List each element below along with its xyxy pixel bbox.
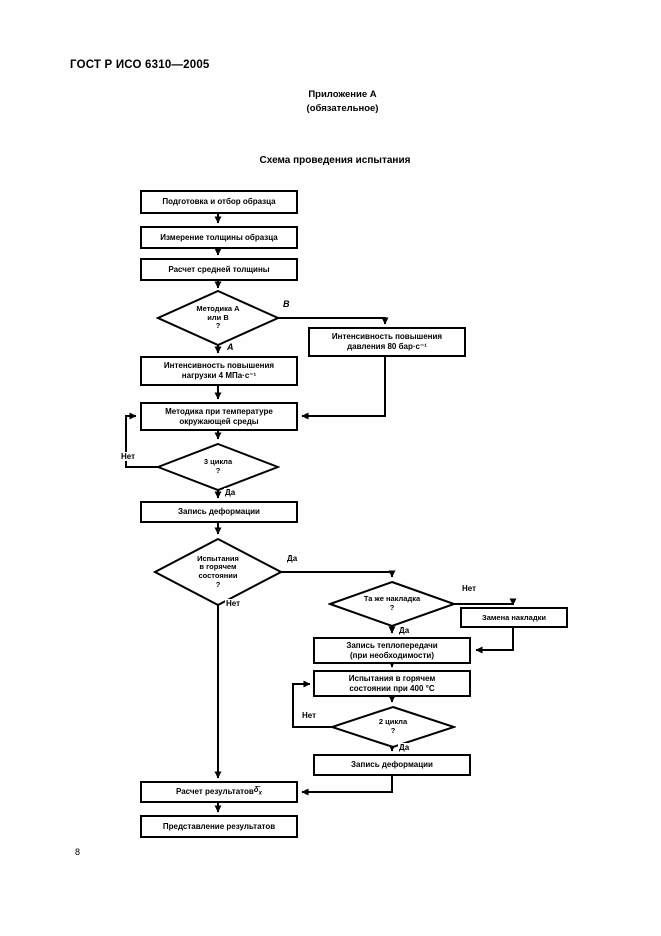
node-present-results: Представление результатов: [140, 815, 298, 838]
node-replace-pad: Замена накладки: [460, 607, 568, 628]
node-record-deformation-1: Запись деформации: [140, 501, 298, 523]
node-calc-results: Расчет результатов δ̄x: [140, 781, 298, 803]
node-measure-thickness: Измерение толщины образца: [140, 226, 298, 249]
label-cycles3-yes: Да: [224, 488, 237, 497]
figure-title: Схема проведения испытания: [259, 155, 411, 166]
node-record-deformation-2: Запись деформации: [313, 754, 471, 776]
annex-title: Приложение А: [308, 89, 377, 100]
annex-type: (обязательное): [306, 103, 379, 115]
node-record-heat-transfer: Запись теплопередачи (при необходимости): [313, 637, 471, 664]
decision-method-a-or-b: Методика А или В ?: [156, 289, 280, 347]
label-hot-no: Нет: [225, 599, 242, 608]
decision-method-a-or-b-label: Методика А или В ?: [196, 304, 240, 331]
decision-hot-state-test: Испытания в горячем состоянии ?: [153, 537, 283, 607]
node-calc-avg-thickness: Расчет средней толщины: [140, 258, 298, 281]
label-cycles2-no: Нет: [301, 711, 318, 720]
branch-label-a: А: [226, 342, 235, 352]
decision-same-pad-label: Та же накладка ?: [363, 594, 421, 612]
label-cycles2-yes: Да: [398, 743, 411, 752]
node-prepare-sample: Подготовка и отбор образца: [140, 190, 298, 214]
calc-results-text: Расчет результатов: [175, 787, 254, 796]
label-cycles3-no: Нет: [120, 452, 137, 461]
annex-block: Приложение А (обязательное): [230, 88, 455, 117]
branch-label-b: В: [282, 299, 291, 309]
label-samepad-no: Нет: [461, 584, 478, 593]
node-method-ambient: Методика при температуре окружающей сред…: [140, 402, 298, 431]
node-rate-load: Интенсивность повышения нагрузки 4 МПа·с…: [140, 356, 298, 386]
decision-3-cycles: 3 цикла ?: [156, 442, 280, 492]
document-number: ГОСТ Р ИСО 6310—2005: [70, 59, 210, 71]
calc-results-symbol: δ̄x: [253, 785, 263, 798]
label-hot-yes: Да: [286, 554, 299, 563]
node-rate-pressure: Интенсивность повышения давления 80 бар·…: [308, 327, 466, 357]
label-samepad-yes: Да: [398, 626, 411, 635]
decision-2-cycles: 2 цикла ?: [330, 705, 456, 749]
decision-3-cycles-label: 3 цикла ?: [203, 457, 233, 475]
decision-hot-state-test-label: Испытания в горячем состоянии ?: [197, 553, 239, 589]
node-hot-test-400: Испытания в горячем состоянии при 400 °С: [313, 670, 471, 697]
decision-2-cycles-label: 2 цикла ?: [378, 717, 408, 735]
decision-same-pad: Та же накладка ?: [328, 580, 456, 628]
page-number: 8: [75, 847, 81, 857]
